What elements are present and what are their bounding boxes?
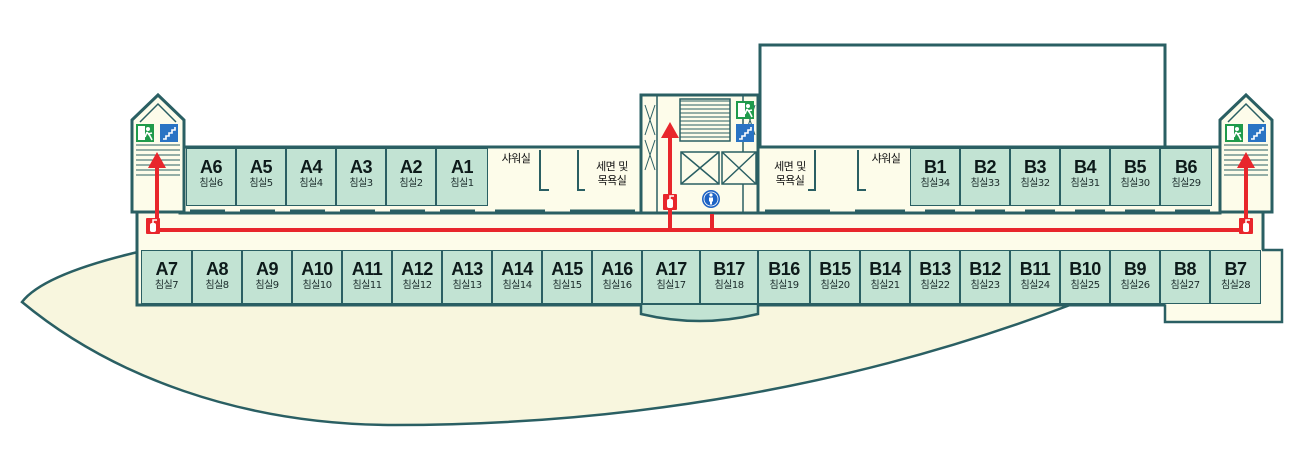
route-arrows xyxy=(148,122,1255,168)
emergency-exit-icon xyxy=(1225,124,1243,142)
annex-building xyxy=(758,43,1167,149)
fire-extinguisher-icon xyxy=(663,194,677,210)
fire-extinguisher-icon xyxy=(146,218,160,234)
restroom-icon xyxy=(702,190,720,208)
washroom-right-label: 세면 및 목욕실 xyxy=(774,160,806,187)
fire-extinguisher-icon xyxy=(1239,218,1253,234)
garden-area xyxy=(20,250,1071,427)
shower-room-left-label: 샤워실 xyxy=(501,152,531,165)
emergency-exit-icon xyxy=(736,101,754,119)
lobby-bump xyxy=(639,305,760,323)
stairs-icon xyxy=(1248,124,1266,142)
emergency-exit-icon xyxy=(136,124,154,142)
central-stairs xyxy=(679,98,731,142)
elevator-icon xyxy=(680,151,757,185)
washroom-left-label: 세면 및 목욕실 xyxy=(596,160,628,187)
stairs-icon xyxy=(160,124,178,142)
stairs-icon xyxy=(736,124,754,142)
shower-room-right-label: 샤워실 xyxy=(871,152,901,165)
